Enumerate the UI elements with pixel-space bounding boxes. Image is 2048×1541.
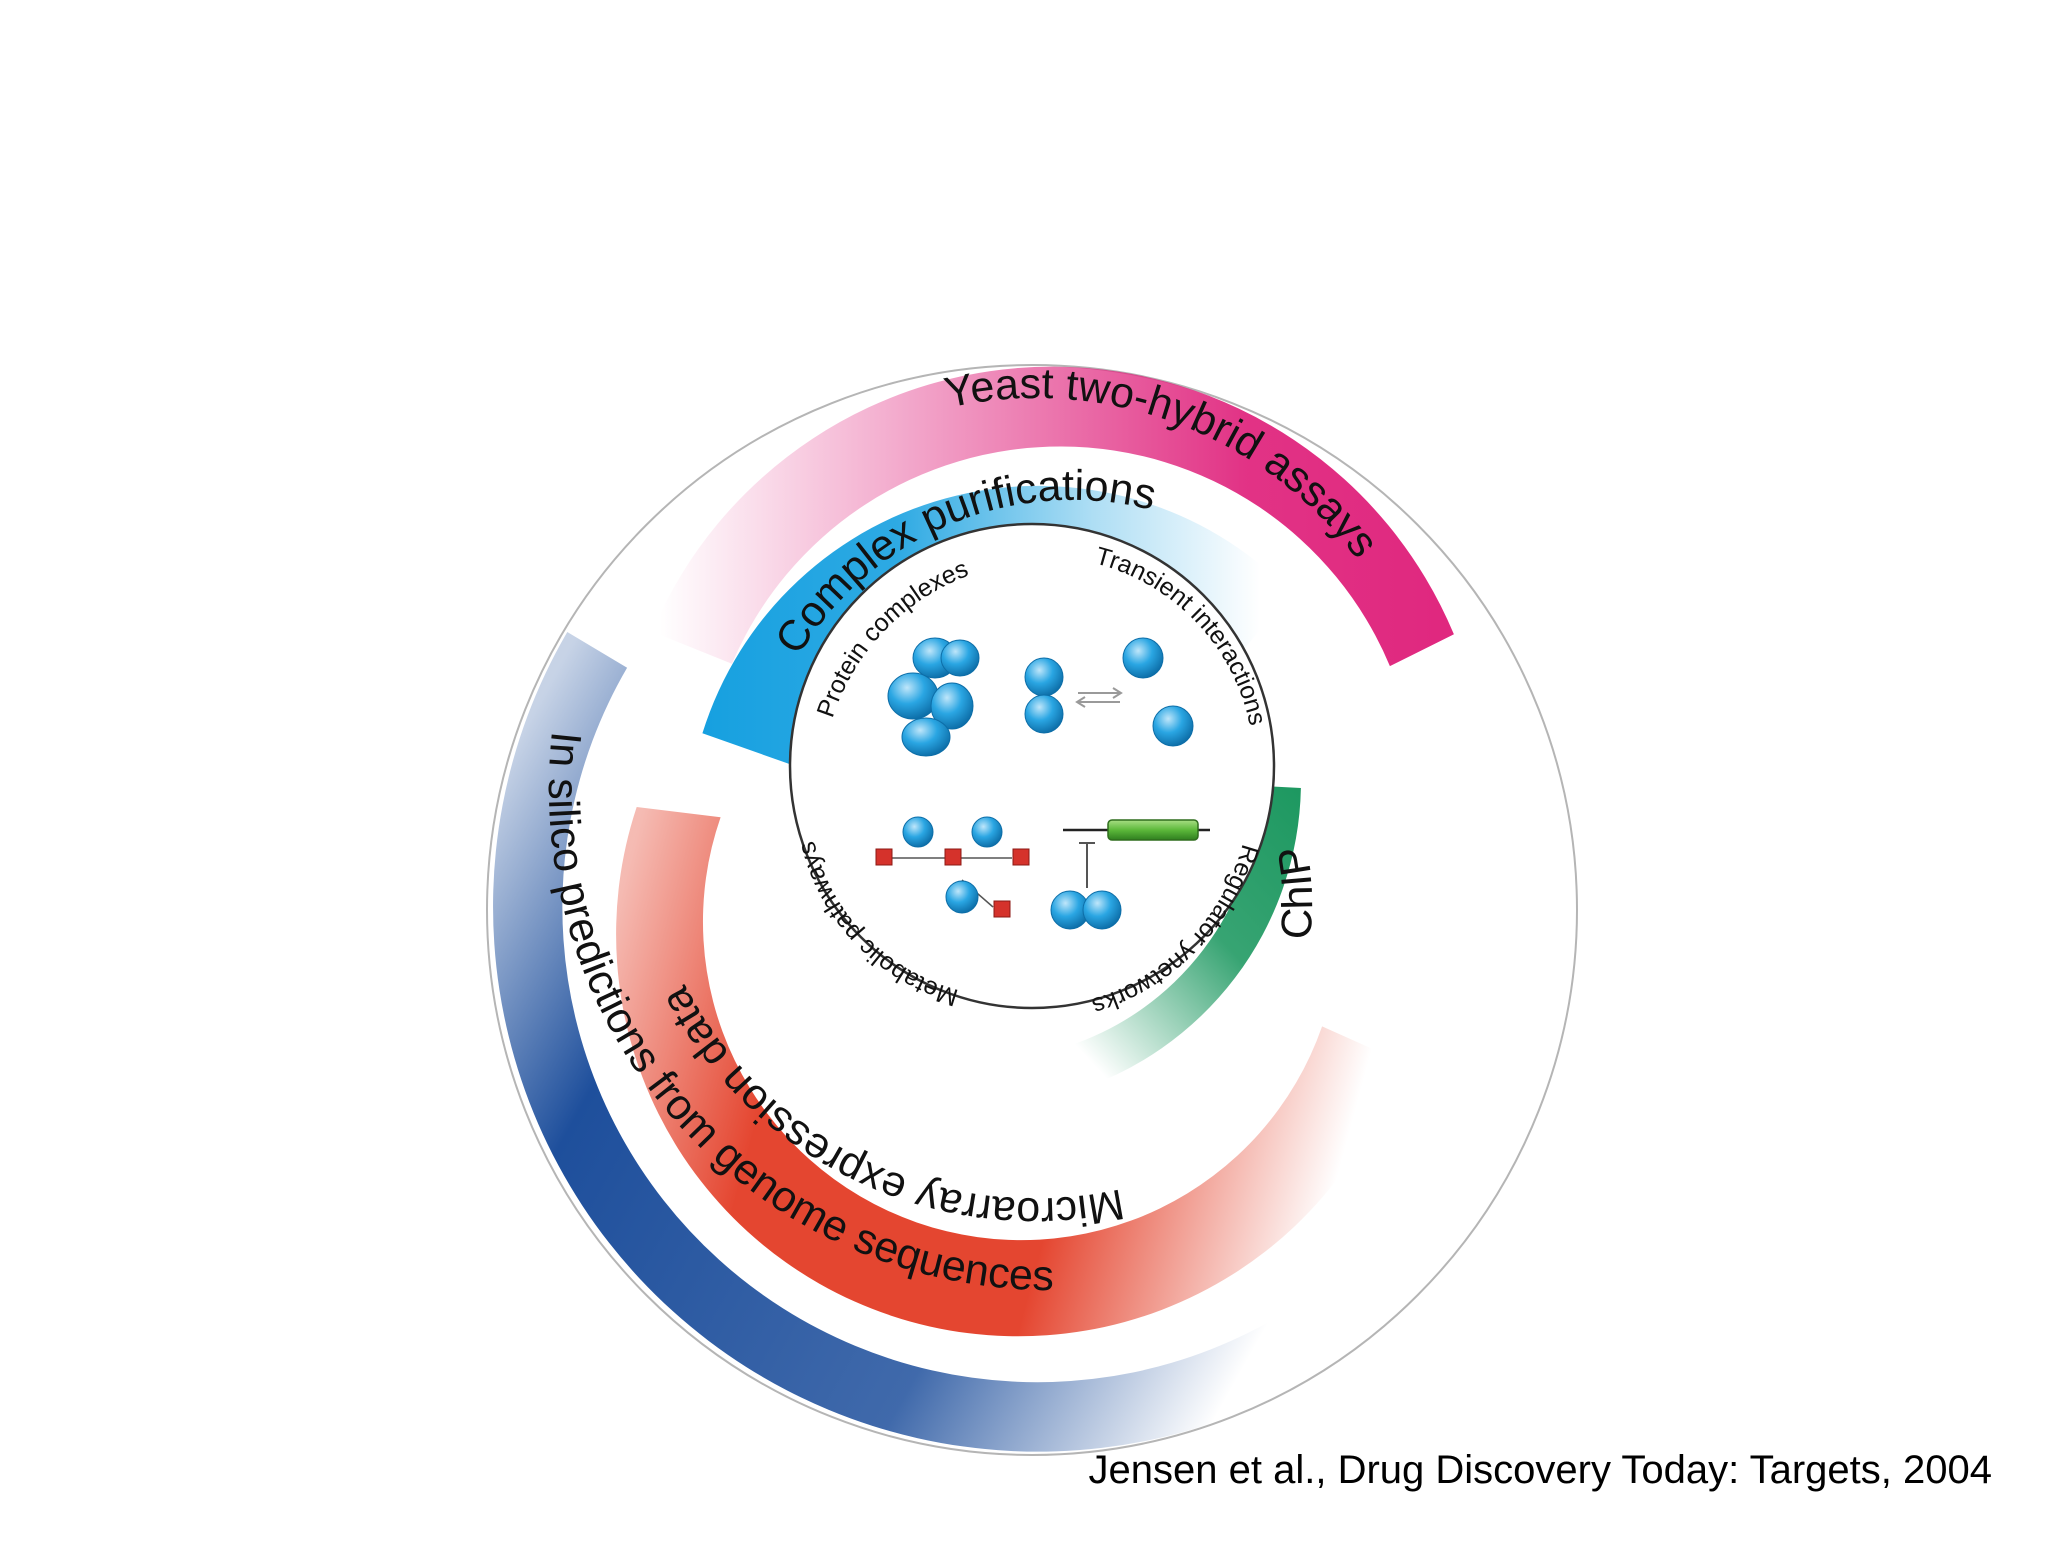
insilico-ring bbox=[493, 632, 1359, 1452]
chip-label: ChIP bbox=[1269, 843, 1323, 941]
equilibrium-arrows-icon bbox=[1075, 687, 1123, 708]
svg-text:ChIP: ChIP bbox=[1269, 843, 1323, 941]
metabolic-pathway-icon bbox=[875, 816, 1030, 918]
transient-interaction-icon bbox=[1024, 637, 1194, 747]
chip-ring bbox=[1061, 785, 1301, 1093]
yeast-ring bbox=[652, 366, 1454, 667]
protein-complex-icon bbox=[887, 637, 980, 757]
citation-caption: Jensen et al., Drug Discovery Today: Tar… bbox=[1088, 1448, 1992, 1492]
microarray-ring bbox=[616, 807, 1400, 1337]
regulatory-network-icon bbox=[1050, 819, 1210, 930]
